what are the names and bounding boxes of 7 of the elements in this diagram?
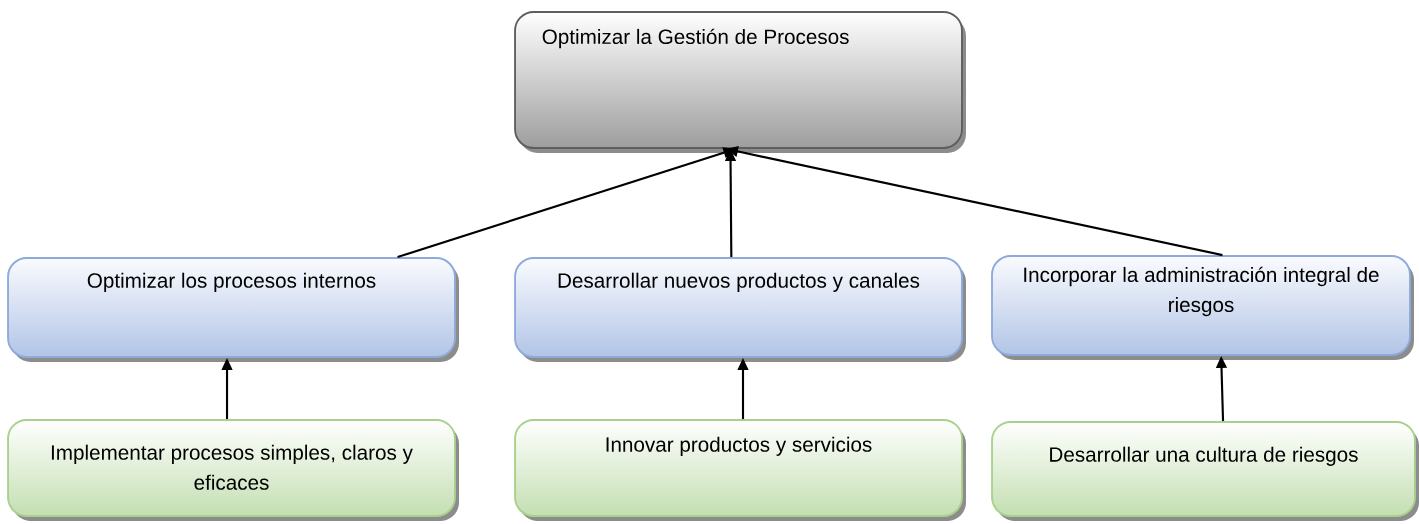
objective-box: Optimizar los procesos internos: [7, 257, 459, 362]
action-box: Implementar procesos simples, claros y eficaces: [7, 419, 459, 521]
objective-box: Desarrollar nuevos productos y canales: [514, 257, 966, 362]
goal-box: Optimizar la Gestión de Procesos: [514, 11, 966, 153]
action-box: Desarrollar una cultura de riesgos: [991, 421, 1419, 521]
action-box: Innovar productos y servicios: [514, 419, 966, 521]
objective-box: Incorporar la administración integral de riesgos: [991, 255, 1414, 360]
